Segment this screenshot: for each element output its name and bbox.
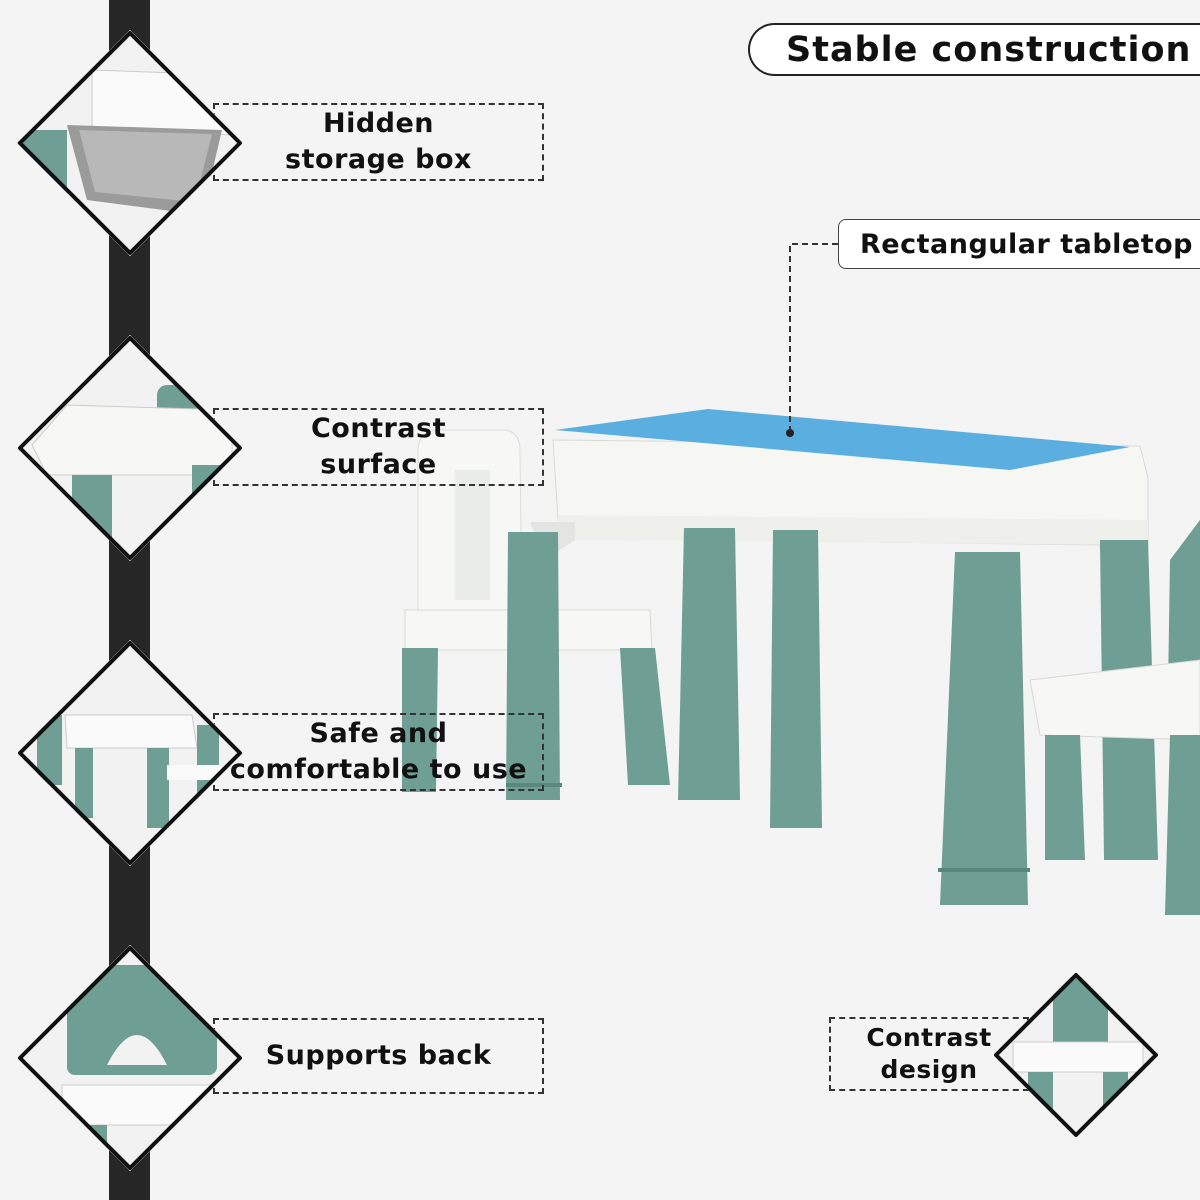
tabletop-highlight (555, 409, 1130, 470)
feature-label-safe: Safe and comfortable to use (213, 713, 544, 791)
tabletop-label: Rectangular tabletop (860, 228, 1193, 260)
feature-label-storage: Hidden storage box (213, 103, 544, 181)
feature-label-surface: Contrast surface (213, 408, 544, 486)
right-chair (1029, 520, 1200, 915)
tabletop-tag: Rectangular tabletop (838, 219, 1200, 269)
left-chair (402, 429, 670, 792)
title-pill: Stable construction (748, 23, 1200, 76)
feature-label-design: Contrast design (829, 1017, 1029, 1091)
page-title: Stable construction (786, 29, 1192, 70)
feature-label-back: Supports back (213, 1018, 544, 1094)
